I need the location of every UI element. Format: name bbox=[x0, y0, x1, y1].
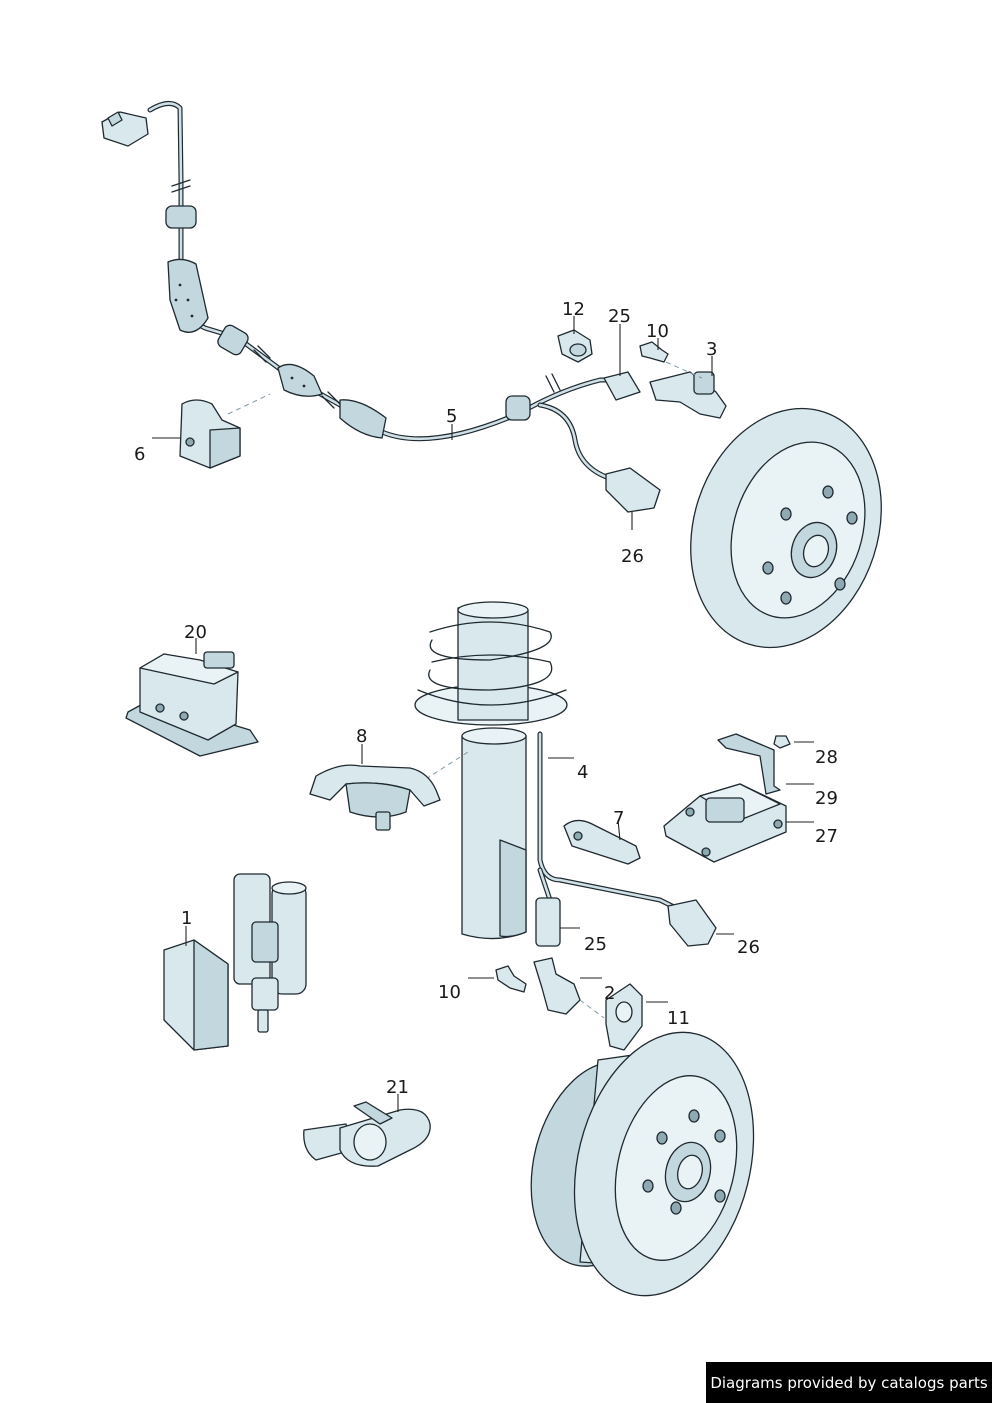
strut-assembly-part bbox=[414, 601, 717, 947]
callout-29: 29 bbox=[815, 788, 838, 809]
credit-banner: Diagrams provided by catalogs parts bbox=[706, 1362, 992, 1403]
callout-1: 1 bbox=[181, 908, 192, 929]
solenoid-valve-part bbox=[303, 1101, 431, 1167]
callout-6: 6 bbox=[134, 444, 145, 465]
compressor-unit-part bbox=[163, 873, 307, 1051]
callout-11: 11 bbox=[667, 1008, 690, 1029]
callout-10-top: 10 bbox=[646, 321, 669, 342]
callout-25-top: 25 bbox=[608, 306, 631, 327]
lower-sensor-part bbox=[495, 957, 643, 1051]
brake-disc-lower-part bbox=[530, 1031, 755, 1297]
wire-clip-part bbox=[179, 393, 271, 469]
callout-3: 3 bbox=[706, 339, 717, 360]
control-unit-part bbox=[663, 733, 791, 863]
wire-harness-part bbox=[101, 101, 661, 513]
callout-25-bottom: 25 bbox=[584, 934, 607, 955]
callout-28: 28 bbox=[815, 747, 838, 768]
callout-7: 7 bbox=[613, 808, 624, 829]
sensor-bolt-and-sensor-part bbox=[557, 329, 727, 419]
mounting-bracket-part bbox=[125, 651, 259, 757]
callout-21: 21 bbox=[386, 1077, 409, 1098]
callout-8: 8 bbox=[356, 726, 367, 747]
strut-clamp-part bbox=[309, 764, 441, 831]
callout-12: 12 bbox=[562, 299, 585, 320]
callout-26-top: 26 bbox=[621, 546, 644, 567]
callout-2: 2 bbox=[604, 983, 615, 1004]
leader-lines bbox=[152, 316, 814, 1112]
callout-5: 5 bbox=[446, 406, 457, 427]
callout-labels: 12 25 10 3 5 6 26 20 8 4 7 28 29 27 1 25… bbox=[134, 299, 838, 1098]
callout-20: 20 bbox=[184, 622, 207, 643]
callout-26-bottom: 26 bbox=[737, 937, 760, 958]
sensor-wire-bracket-part bbox=[563, 819, 641, 865]
brake-disc-upper-part bbox=[690, 407, 882, 649]
callout-10-bottom: 10 bbox=[438, 982, 461, 1003]
callout-27: 27 bbox=[815, 826, 838, 847]
callout-4: 4 bbox=[577, 762, 588, 783]
